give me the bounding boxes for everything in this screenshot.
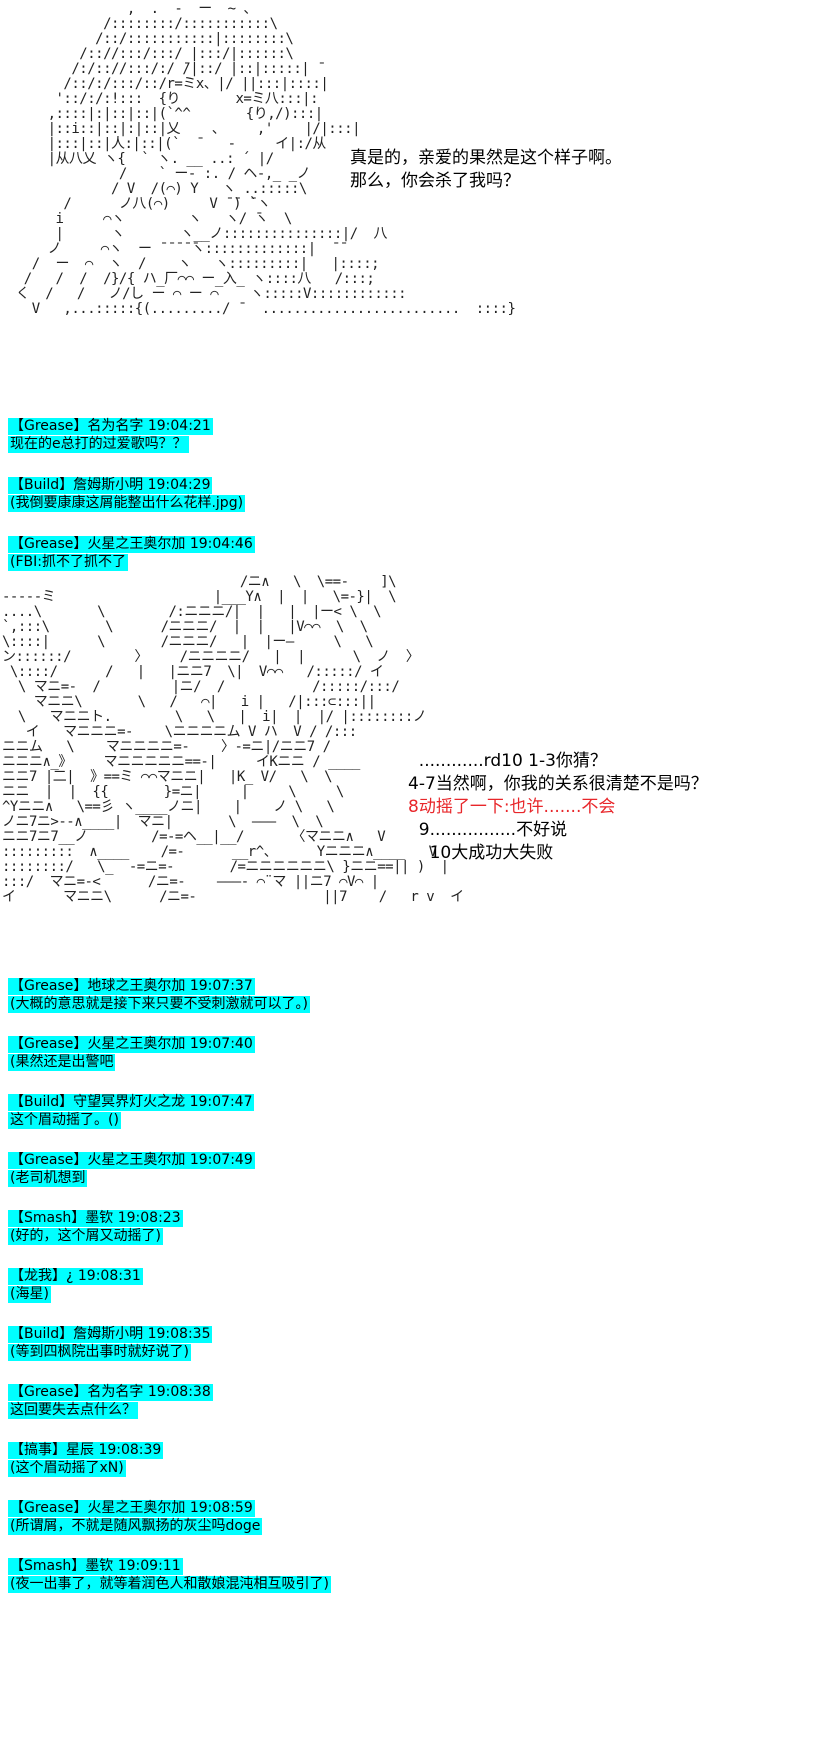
ascii-art-line: ^Yニニ∧ \==彡 ヽ____ノニ| | ノ \ \ bbox=[2, 799, 335, 815]
chat-message: 【Build】詹姆斯小明 19:04:29(我倒要康康这屑能整出什么花样.jpg… bbox=[8, 477, 255, 513]
chat-message: 【Build】詹姆斯小明 19:08:35(等到四枫院出事时就好说了) bbox=[8, 1326, 331, 1362]
ascii-art-line: ニニム \ マニニニニ=- 〉-=ニ|/ニニ7 / bbox=[2, 739, 331, 755]
chat-message: 【Smash】墨钦 19:09:11(夜一出事了，就等着润色人和散娘混沌相互吸引… bbox=[8, 1558, 331, 1594]
dialogue-line: 真是的，亲爱的果然是这个样子啊。 bbox=[350, 148, 622, 168]
chat-message-text: (果然还是出警吧 bbox=[8, 1054, 116, 1071]
ascii-art-line: `,:::\ \ /ニニニ/ | | |V⌒⌒ \ \ bbox=[2, 619, 368, 635]
chat-user-timestamp: 【Smash】墨钦 19:08:23 bbox=[8, 1210, 183, 1227]
chat-user-timestamp: 【Build】詹姆斯小明 19:04:29 bbox=[8, 477, 213, 494]
ascii-art-line: ニニ7 |二| 》==ミ ⌒⌒マニニ| |K_ V/ \ \ bbox=[2, 769, 333, 785]
ascii-art-line: V ,...:::::{(........./ ̄ ..............… bbox=[0, 301, 516, 317]
chat-message-text: (这个眉动摇了xN) bbox=[8, 1460, 126, 1477]
chat-message-text: 这个眉动摇了。() bbox=[8, 1112, 121, 1129]
chat-message: 【Grease】火星之王奥尔加 19:07:40(果然还是出警吧 bbox=[8, 1036, 331, 1072]
ascii-art-line: ::::::::/ \_ -=ニ=- /=ニニニニニニ\ }ニニ==|| ) | bbox=[2, 859, 449, 875]
ascii-art-line: ニニ | | {{ }=ニ| | \ \ bbox=[2, 784, 344, 800]
ascii-art-line: |从八乂 ヽ{ ` ヽ. __ ..: ´ |/ bbox=[0, 151, 275, 167]
chat-message-text: 这回要失去点什么？ bbox=[8, 1402, 138, 1419]
ascii-art-line: ....\ \ /:ニニニ/| | | |ー< \ \ bbox=[2, 604, 382, 620]
ascii-art-line: | ヽ ヽ__ノ:::::::::::::::|/ 八 bbox=[0, 226, 388, 242]
ascii-art-line: i ⌒ヽ ヽ ヽ/ ̄ヽ \ bbox=[0, 211, 293, 227]
chat-message: 【龙我】¿ 19:08:31(海星) bbox=[8, 1268, 331, 1304]
ascii-art-line: ニニ7ニ7__ノ /=-=ヘ__|__/ 〈マニニ∧ V bbox=[2, 829, 386, 845]
ascii-art-line: /ニ∧ \ \==- ]\ bbox=[2, 574, 397, 590]
chat-message-text: (大概的意思就是接下来只要不受刺激就可以了。) bbox=[8, 996, 310, 1013]
ascii-art-line: ,::::|:|::|::|(`^^ {り,/):::| bbox=[0, 106, 324, 122]
ascii-art-line: |::i::|::|:|::|乂 、 ,' |/|:::| bbox=[0, 121, 361, 137]
chat-message: 【Grease】火星之王奥尔加 19:04:46(FBI:抓不了抓不了 bbox=[8, 536, 255, 572]
ascii-art-line: , . - ー ~ 、 bbox=[0, 1, 258, 17]
ascii-art-character-1: , . - ー ~ 、 /::::::::/:::::::::::\ /::/:… bbox=[0, 1, 516, 317]
ascii-art-line: マニニ\ \ / ⌒| i | /|:::⊂:::|| bbox=[2, 694, 376, 710]
ascii-art-line: /::/:/:::/::/r=ミx、|/ ||:::|::::| bbox=[0, 76, 329, 92]
ascii-art-line: イ マニニニ=- \ニニニニム V ハ V / /::: bbox=[2, 724, 357, 740]
ascii-art-line: \::::/ / | |ニニ7 \| V⌒⌒ /:::::/ イ bbox=[2, 664, 384, 680]
chat-user-timestamp: 【Grease】火星之王奥尔加 19:04:46 bbox=[8, 536, 255, 553]
chat-message-text: (我倒要康康这屑能整出什么花样.jpg) bbox=[8, 495, 246, 512]
ascii-art-line: ノ ⌒ヽ ー ̄ ̄ ̄ ̄ ̄ヽ:::::::::::::| ̄ ̄ bbox=[0, 241, 340, 257]
chat-message-text: (等到四枫院出事时就好说了) bbox=[8, 1344, 191, 1361]
ascii-art-line: ::::::::: ∧____ /=- __r^、 Yニニニ∧____ V bbox=[2, 844, 437, 860]
dialogue-line: 8动摇了一下:也许.......不会 bbox=[408, 797, 616, 817]
chat-user-timestamp: 【搞事】星辰 19:08:39 bbox=[8, 1442, 164, 1459]
chat-message-text: (好的，这个屑又动摇了) bbox=[8, 1228, 163, 1245]
ascii-art-line: \ マニニト. \ \ | i| | |/ |::::::::ノ bbox=[2, 709, 427, 725]
chat-message-text: (所谓屑，不就是随风飘扬的灰尘吗doge bbox=[8, 1518, 263, 1535]
ascii-art-line: /:/:://:::/:/ ̄/|::/ |::|:::::| ̄ bbox=[0, 61, 318, 77]
ascii-art-line: :::/ マニ=-< /ニ=- ―――‐ ⌒¨マ ||ニ7 ⌒V⌒ | bbox=[2, 874, 379, 890]
chat-message: 【Smash】墨钦 19:08:23(好的，这个屑又动摇了) bbox=[8, 1210, 331, 1246]
chat-user-timestamp: 【Grease】火星之王奥尔加 19:07:49 bbox=[8, 1152, 255, 1169]
ascii-art-line: \::::| \ /ニニニ/ | |ー― \ \ bbox=[2, 634, 374, 650]
chat-message-text: 现在的e总打的过爱歌吗？？ bbox=[8, 436, 189, 453]
chat-user-timestamp: 【Grease】火星之王奥尔加 19:08:59 bbox=[8, 1500, 255, 1517]
ascii-art-line: |:::|::|人:|::|(` ̄ - イ|:/从 bbox=[0, 136, 327, 152]
chat-message-text: (夜一出事了，就等着润色人和散娘混沌相互吸引了) bbox=[8, 1576, 331, 1593]
ascii-art-character-2: /ニ∧ \ \==- ]\ -----ミ |___Y∧ | | \=-}| \ … bbox=[2, 575, 464, 905]
dialogue-line: 9................不好说 bbox=[408, 820, 568, 840]
chat-message: 【Grease】火星之王奥尔加 19:07:49(老司机想到 bbox=[8, 1152, 331, 1188]
dialogue-line: 10大成功大失败 bbox=[408, 843, 554, 863]
chat-message-text: (海星) bbox=[8, 1286, 51, 1303]
chat-user-timestamp: 【Build】詹姆斯小明 19:08:35 bbox=[8, 1326, 213, 1343]
ascii-art-line: /:://:::/:::/ |:::/|::::::\ bbox=[0, 46, 294, 62]
ascii-art-line: イ マニニ\ /ニ=- ||7 / r v イ bbox=[2, 889, 464, 905]
chat-log-2: 【Grease】地球之王奥尔加 19:07:37(大概的意思就是接下来只要不受刺… bbox=[8, 978, 331, 1616]
ascii-art-line: / V /(⌒) Y ヽ ..:::::\ bbox=[0, 181, 307, 197]
dialogue-block-2: ............rd10 1-3你猜？ 4-7当然啊，你我的关系很清楚不是… bbox=[408, 750, 708, 865]
chat-user-timestamp: 【Grease】火星之王奥尔加 19:07:40 bbox=[8, 1036, 255, 1053]
chat-message-text: (老司机想到 bbox=[8, 1170, 88, 1187]
dialogue-line: 4-7当然啊，你我的关系很清楚不是吗？ bbox=[408, 774, 708, 794]
ascii-art-line: / ー ⌒ ヽ / ヽ ヽ:::::::::| |::::; bbox=[0, 256, 380, 272]
chat-message-text: (FBI:抓不了抓不了 bbox=[8, 554, 128, 571]
chat-user-timestamp: 【Grease】名为名字 19:08:38 bbox=[8, 1384, 213, 1401]
chat-user-timestamp: 【Grease】名为名字 19:04:21 bbox=[8, 418, 213, 435]
chat-user-timestamp: 【Grease】地球之王奥尔加 19:07:37 bbox=[8, 978, 255, 995]
chat-message: 【Grease】地球之王奥尔加 19:07:37(大概的意思就是接下来只要不受刺… bbox=[8, 978, 331, 1014]
ascii-art-line: /::::::::/:::::::::::\ bbox=[0, 16, 278, 32]
ascii-art-line: く / / ノ/し ー ⌒ ー ⌒ ヽ:::::V:::::::::::: bbox=[0, 286, 407, 302]
dialogue-line: ............rd10 1-3你猜？ bbox=[408, 751, 607, 771]
ascii-art-line: / / / /}/{ ハ_厂⌒⌒ ー_入_ ヽ::::八 /:::; bbox=[0, 271, 375, 287]
ascii-art-line: / ノ八(⌒) V ̄ ̄) ̄`ヽ bbox=[0, 196, 271, 212]
dialogue-line: 那么，你会杀了我吗？ bbox=[350, 171, 520, 191]
ascii-art-line: / ` ー- :. / ヘ-,_ _ノ bbox=[0, 166, 311, 182]
chat-user-timestamp: 【Build】守望冥界灯火之龙 19:07:47 bbox=[8, 1094, 255, 1111]
ascii-art-line: \ マニ=- / |ニ/ / /:::::/:::/ bbox=[2, 679, 400, 695]
chat-message: 【搞事】星辰 19:08:39(这个眉动摇了xN) bbox=[8, 1442, 331, 1478]
ascii-art-line: ン::::::/ 〉 /ニニニニ/ | | \ ノ 〉 bbox=[2, 649, 420, 665]
ascii-art-line: -----ミ |___Y∧ | | \=-}| \ bbox=[2, 589, 397, 605]
ascii-art-line: '::/:/:!::: {り x=ミ八:::|: bbox=[0, 91, 319, 107]
ascii-art-line: ノニ7ニ>--∧____| マニ| \ ――― \ \ bbox=[2, 814, 324, 830]
ascii-art-line: /::/:::::::::::|::::::::\ bbox=[0, 31, 294, 47]
ascii-art-line: ニニニ∧_》 マニニニニニ==-| イKニニ / ____ bbox=[2, 754, 360, 770]
chat-message: 【Grease】火星之王奥尔加 19:08:59(所谓屑，不就是随风飘扬的灰尘吗… bbox=[8, 1500, 331, 1536]
dialogue-block-1: 真是的，亲爱的果然是这个样子啊。 那么，你会杀了我吗？ bbox=[350, 147, 622, 193]
chat-user-timestamp: 【龙我】¿ 19:08:31 bbox=[8, 1268, 143, 1285]
chat-user-timestamp: 【Smash】墨钦 19:09:11 bbox=[8, 1558, 183, 1575]
